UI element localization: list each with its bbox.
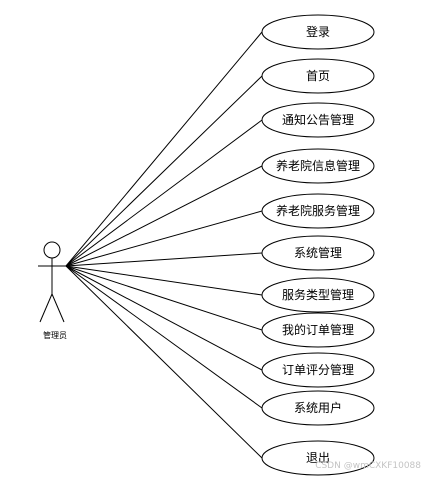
use-case-label: 养老院信息管理 bbox=[276, 158, 360, 173]
use-case-label: 系统用户 bbox=[294, 400, 342, 415]
use-case: 系统用户 bbox=[261, 390, 375, 426]
association-lines bbox=[65, 31, 263, 459]
use-case-label: 系统管理 bbox=[294, 245, 342, 260]
use-case-label: 登录 bbox=[306, 24, 330, 39]
use-case: 养老院信息管理 bbox=[261, 148, 375, 184]
use-case-label: 通知公告管理 bbox=[282, 112, 354, 127]
use-case-ellipse bbox=[261, 312, 375, 348]
use-case: 服务类型管理 bbox=[261, 277, 375, 313]
use-case-label: 退出 bbox=[306, 451, 330, 465]
association-line bbox=[65, 119, 263, 267]
use-case-label: 养老院服务管理 bbox=[276, 203, 360, 218]
use-case-ellipse bbox=[261, 235, 375, 271]
use-case-label: 首页 bbox=[306, 69, 330, 83]
use-case: 登录 bbox=[261, 14, 375, 50]
association-line bbox=[65, 165, 263, 267]
use-case-ellipse bbox=[261, 277, 375, 313]
association-line bbox=[65, 265, 263, 371]
actor-left-leg bbox=[39, 293, 53, 323]
use-case-ellipse bbox=[261, 193, 375, 229]
use-case-ellipse bbox=[261, 390, 375, 426]
actor-admin: 管理员 bbox=[38, 241, 67, 340]
use-case-label: 订单评分管理 bbox=[282, 362, 354, 377]
association-line bbox=[65, 252, 263, 267]
actor-label: 管理员 bbox=[43, 330, 67, 340]
association-line bbox=[65, 265, 263, 331]
use-case: 系统管理 bbox=[261, 235, 375, 271]
association-line bbox=[65, 265, 263, 409]
use-case-label: 服务类型管理 bbox=[282, 287, 354, 302]
association-line bbox=[65, 265, 263, 459]
use-case: 通知公告管理 bbox=[261, 102, 375, 138]
use-case-ellipse bbox=[261, 14, 375, 50]
association-line bbox=[65, 75, 263, 267]
association-line bbox=[65, 31, 263, 267]
use-case-ellipse bbox=[261, 102, 375, 138]
use-case-ellipse bbox=[261, 440, 375, 476]
use-case: 我的订单管理 bbox=[261, 312, 375, 348]
use-case: 退出 bbox=[261, 440, 375, 476]
watermark: CSDN @wmCXKF10088 bbox=[315, 461, 421, 471]
actor-right-leg bbox=[51, 293, 65, 323]
use-case: 订单评分管理 bbox=[261, 352, 375, 388]
use-case-list: 登录首页通知公告管理养老院信息管理养老院服务管理系统管理服务类型管理我的订单管理… bbox=[261, 14, 375, 476]
use-case-ellipse bbox=[261, 352, 375, 388]
use-case: 养老院服务管理 bbox=[261, 193, 375, 229]
association-line bbox=[65, 210, 263, 267]
association-line bbox=[65, 265, 263, 296]
use-case-ellipse bbox=[261, 58, 375, 94]
use-case-ellipse bbox=[261, 148, 375, 184]
use-case-label: 我的订单管理 bbox=[282, 322, 354, 337]
use-case: 首页 bbox=[261, 58, 375, 94]
actor-head bbox=[43, 241, 61, 259]
